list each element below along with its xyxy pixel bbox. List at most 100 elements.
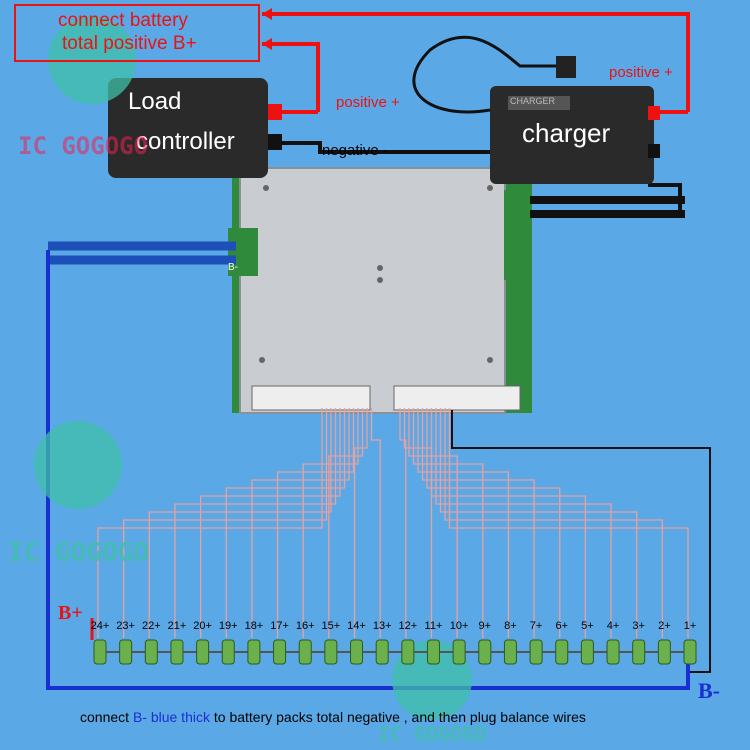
balance-connector-right[interactable]	[393, 385, 521, 411]
cell-label: 16+	[295, 620, 315, 632]
negative-label: negative -	[322, 142, 388, 159]
cell-label: 20+	[193, 620, 212, 632]
battery-cell-7	[529, 639, 543, 665]
battery-cell-1	[683, 639, 697, 665]
cell-label: 7+	[529, 620, 543, 632]
battery-cell-19	[221, 639, 235, 665]
battery-cell-16	[298, 639, 312, 665]
cell-label: 18+	[244, 620, 264, 632]
positive-wires	[90, 8, 690, 640]
cell-label: 6+	[555, 620, 569, 632]
balance-wire	[439, 408, 638, 638]
top-note-line1: connect battery	[58, 10, 188, 31]
battery-cell-17	[273, 639, 287, 665]
top-note-box	[14, 4, 260, 62]
battery-cell-8	[503, 639, 517, 665]
cell-label: 19+	[218, 620, 238, 632]
balance-wire	[430, 408, 587, 638]
cell-label: 17+	[270, 620, 289, 632]
battery-cell-24	[93, 639, 107, 665]
balance-wire	[408, 408, 458, 638]
charger-unit	[412, 35, 660, 184]
board-b-minus-label: B-	[228, 262, 238, 273]
balance-connector-left[interactable]	[251, 385, 371, 411]
balance-wire	[97, 408, 323, 638]
bottom-note-prefix: connect	[80, 709, 133, 725]
cell-label: 21+	[167, 620, 187, 632]
battery-cell-10	[452, 639, 466, 665]
battery-cell-4	[606, 639, 620, 665]
cell-label: 9+	[478, 620, 492, 632]
battery-cell-2	[657, 639, 671, 665]
battery-cell-3	[632, 639, 646, 665]
balance-wires	[97, 408, 689, 638]
battery-cell-21	[170, 639, 184, 665]
watermark-2: IC GOGOGO	[8, 538, 149, 568]
watermark-1: IC GOGOGO	[18, 132, 149, 160]
balance-wire	[328, 408, 364, 638]
cell-label: 24+	[90, 620, 110, 632]
b-minus-thick-wires	[48, 241, 236, 265]
battery-cell-12	[401, 639, 415, 665]
balance-wire	[435, 408, 612, 638]
balance-wire	[448, 408, 689, 638]
load-controller	[108, 78, 282, 178]
battery-cells	[93, 639, 697, 665]
watermark-3: IC GOGOGO	[378, 722, 487, 746]
load-controller-label-1: Load	[128, 88, 182, 115]
balance-wire	[399, 408, 407, 638]
cell-label: 4+	[606, 620, 620, 632]
bottom-note-suffix: to battery packs total negative , and th…	[209, 709, 586, 725]
balance-wire	[123, 408, 328, 638]
balance-wire	[444, 408, 663, 638]
cell-label: 23+	[116, 620, 135, 632]
balance-wire	[174, 408, 337, 638]
balance-wire	[199, 408, 341, 638]
battery-cell-6	[555, 639, 569, 665]
top-note-line2: total positive B+	[62, 33, 197, 54]
bottom-note: connect B- blue thick to battery packs t…	[80, 709, 586, 725]
battery-cell-15	[324, 639, 338, 665]
cell-label: 15+	[321, 620, 341, 632]
cell-label: 14+	[347, 620, 366, 632]
battery-cell-22	[144, 639, 158, 665]
b-plus-label: B+	[58, 602, 83, 624]
load-controller-label-2: controller	[136, 128, 235, 155]
b-minus-label: B-	[698, 678, 720, 703]
battery-cell-20	[196, 639, 210, 665]
cell-label: 2+	[658, 620, 671, 632]
charger-label: charger	[522, 118, 611, 148]
bms-board	[228, 167, 532, 414]
balance-wire	[370, 408, 381, 638]
cell-label: 3+	[632, 620, 645, 632]
battery-cell-18	[247, 639, 261, 665]
balance-wire	[251, 408, 350, 638]
cell-label: 1+	[683, 620, 697, 632]
balance-wire	[412, 408, 484, 638]
balance-wire	[421, 408, 535, 638]
charger-brand-tag: CHARGER	[510, 96, 556, 106]
balance-wire	[225, 408, 346, 638]
battery-cell-13	[375, 639, 389, 665]
balance-wire	[276, 408, 355, 638]
battery-cell-23	[119, 639, 133, 665]
balance-wire	[353, 408, 368, 638]
battery-cell-5	[580, 639, 594, 665]
battery-cell-14	[350, 639, 364, 665]
balance-wire	[417, 408, 510, 638]
cell-label: 12+	[398, 620, 418, 632]
positive-label-left: positive +	[336, 94, 400, 111]
battery-cell-11	[426, 639, 440, 665]
balance-wire	[148, 408, 332, 638]
bottom-note-highlight: B- blue thick	[132, 709, 210, 725]
cell-label: 10+	[449, 620, 469, 632]
balance-wire	[426, 408, 561, 638]
cell-label: 11+	[424, 620, 443, 632]
cell-label: 22+	[141, 620, 161, 632]
cell-label: 8+	[504, 620, 517, 632]
battery-cell-9	[478, 639, 492, 665]
cell-label: 13+	[372, 620, 392, 632]
positive-label-right: positive +	[609, 64, 673, 81]
